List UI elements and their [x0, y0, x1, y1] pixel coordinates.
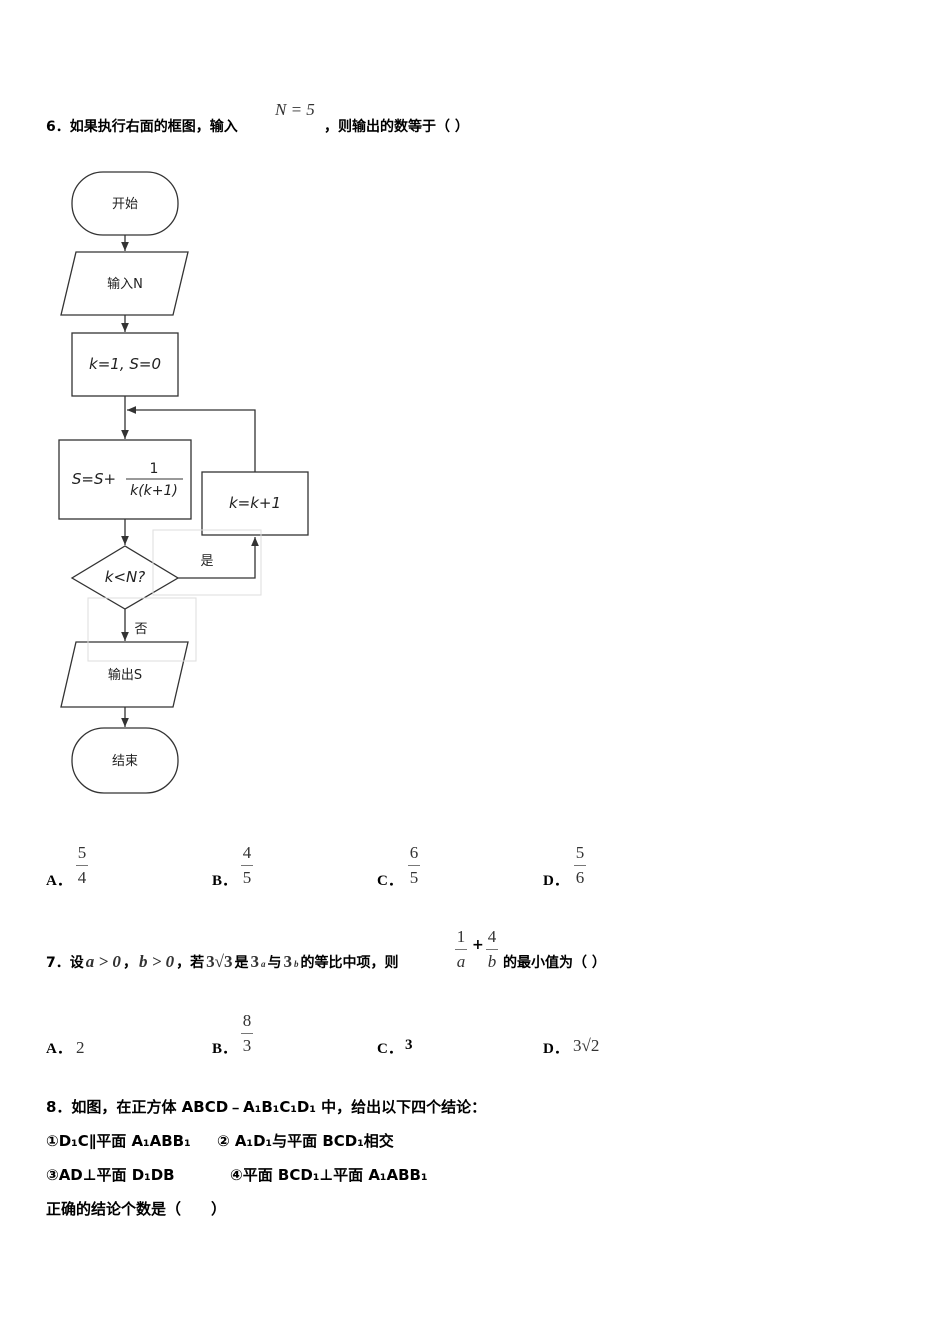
condition-label: k<N?: [105, 568, 145, 586]
q8-question: 正确的结论个数是（ ）: [46, 1200, 227, 1218]
q7-option-c-value: 3: [405, 1037, 413, 1053]
q6-option-a[interactable]: A．: [46, 873, 72, 889]
output-label: 输出S: [108, 667, 142, 683]
q7-option-a-value: 2: [76, 1038, 85, 1057]
q7-option-d[interactable]: D．: [543, 1041, 569, 1057]
q6-math: N = 5: [275, 100, 315, 119]
question-8: 8．如图，在正方体 ABCD﹣A₁B₁C₁D₁ 中，给出以下四个结论：: [46, 1098, 487, 1116]
q6-option-c[interactable]: C．: [377, 873, 403, 889]
q6-option-d[interactable]: D．: [543, 873, 569, 889]
q6-suffix: ，则输出的数等于（ ）: [324, 119, 469, 135]
no-label: 否: [134, 622, 147, 637]
q7-option-b[interactable]: B．: [212, 1041, 238, 1057]
q6-option-b[interactable]: B．: [212, 873, 238, 889]
question-6: 6．如果执行右面的框图，输入: [46, 116, 238, 136]
init-label: k=1, S=0: [89, 355, 161, 373]
q8-conclusion-4: ④平面 BCD₁⊥平面 A₁ABB₁: [230, 1166, 428, 1184]
q7-option-c[interactable]: C．: [377, 1041, 403, 1057]
update-frac-den: k(k+1): [130, 483, 178, 499]
increment-label: k=k+1: [229, 494, 281, 512]
start-label: 开始: [112, 197, 138, 212]
yes-label: 是: [200, 554, 213, 569]
flowchart: 开始 输入N k=1, S=0 S=S+ 1 k(k+1) k=k+1 k<N?…: [58, 171, 309, 794]
input-label: 输入N: [107, 276, 143, 292]
q8-conclusion-3: ③AD⊥平面 D₁DB: [46, 1166, 175, 1184]
q7-plus: +: [472, 937, 484, 953]
update-frac-num: 1: [150, 461, 159, 477]
q7-option-d-value: 3√2: [573, 1036, 600, 1055]
end-node: [71, 727, 179, 794]
output-node: [60, 641, 189, 708]
q8-conclusion-2: ② A₁D₁与平面 BCD₁相交: [217, 1132, 394, 1150]
update-label: S=S+: [72, 470, 116, 488]
end-label: 结束: [112, 754, 138, 769]
q8-conclusion-1: ①D₁C∥平面 A₁ABB₁: [46, 1132, 191, 1150]
q7-option-a[interactable]: A．: [46, 1041, 72, 1057]
q6-text: 6．如果执行右面的框图，输入: [46, 119, 238, 135]
q7-suffix: 的最小值为（ ）: [503, 955, 606, 971]
input-node: [60, 251, 189, 316]
